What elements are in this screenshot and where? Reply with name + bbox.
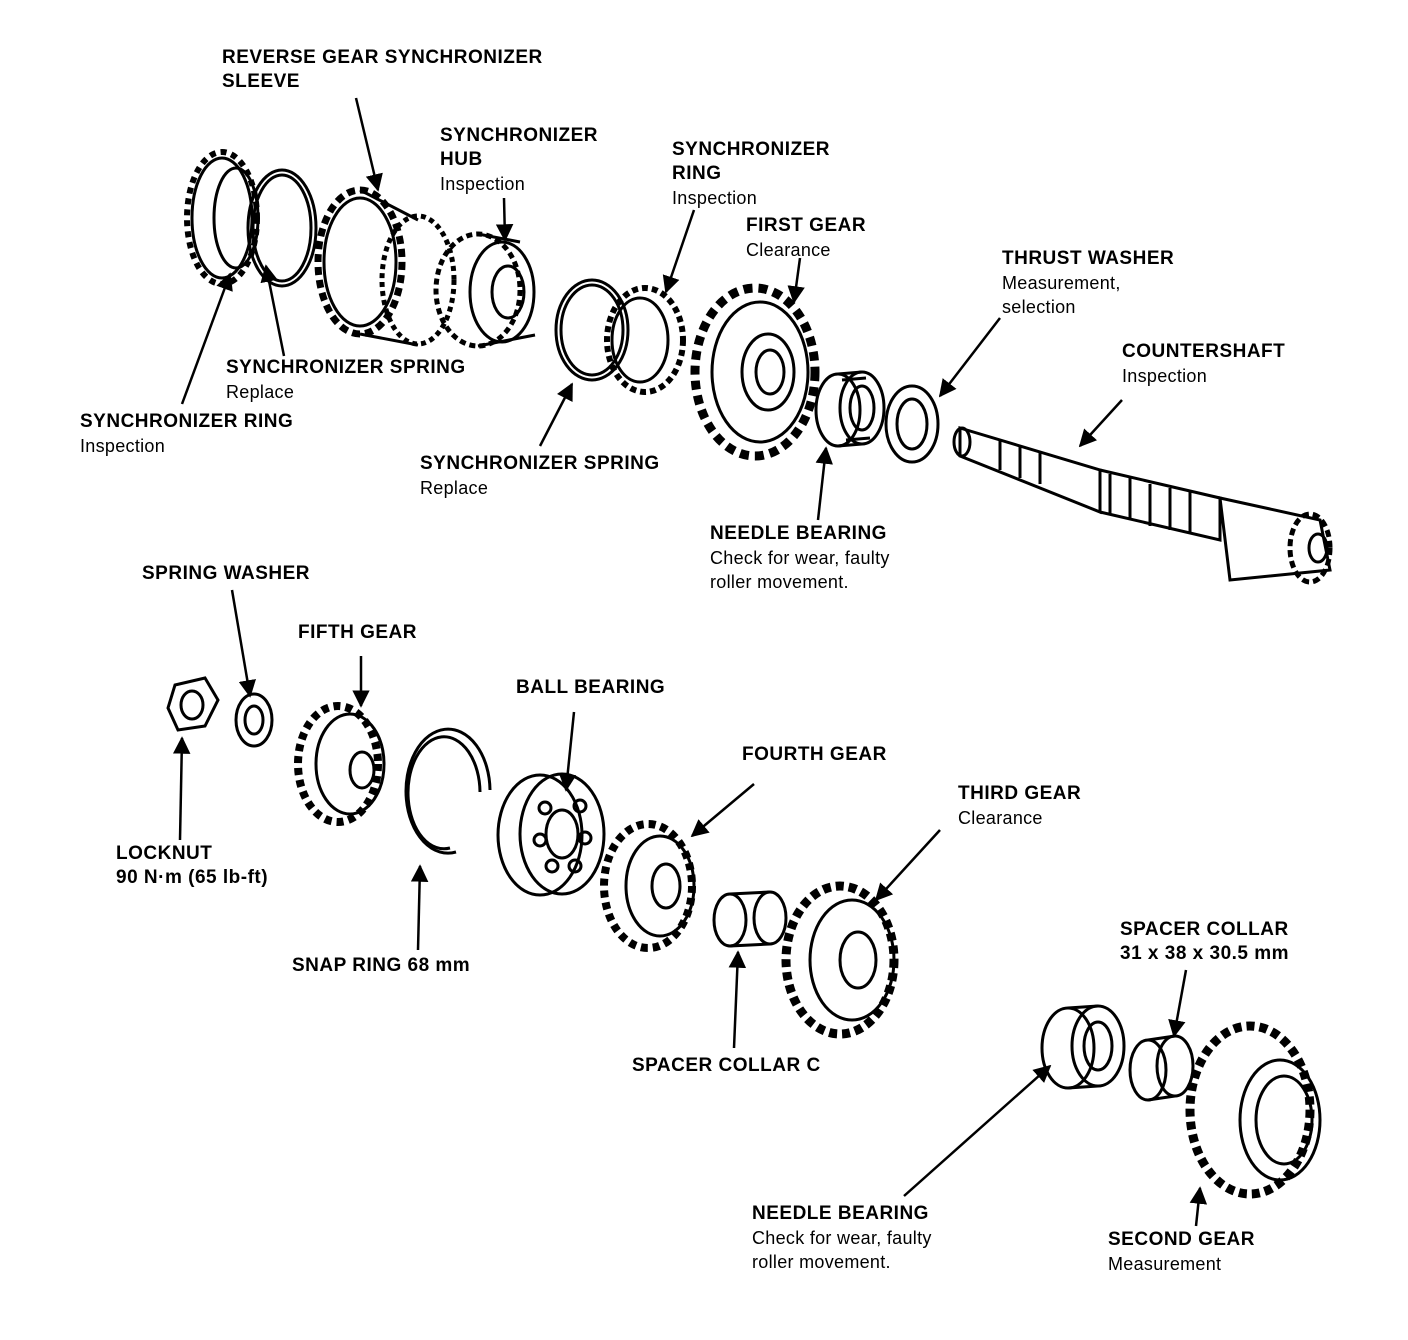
third-gear-part [781,881,899,1039]
synchronizer-ring-top-part [604,285,686,395]
synchronizer-ring-left-label: SYNCHRONIZER RING Inspection [80,411,294,456]
countershaft-part [952,425,1333,585]
locknut-part [166,676,220,732]
first-gear-part [690,283,820,461]
reverse-gear-synchronizer-sleeve-label: REVERSE GEAR SYNCHRONIZER SLEEVE [222,47,543,92]
spacer-collar-part [1128,1034,1195,1102]
leader-arrows [172,97,1208,1227]
synchronizer-spring-left-part [246,168,318,288]
ball-bearing-part [496,772,606,897]
needle-bearing-top-label: NEEDLE BEARING Check for wear, faulty ro… [710,523,890,592]
needle-bearing-bottom-part [1040,1004,1126,1090]
needle-bearing-top-part [814,370,886,448]
synchronizer-spring-mid-label: SYNCHRONIZER SPRING Replace [420,453,660,498]
snap-ring-part [404,727,492,855]
second-gear-part [1185,1021,1322,1199]
countershaft-label: COUNTERSHAFT Inspection [1122,341,1286,386]
fifth-gear-part [294,702,386,826]
spacer-collar-c-label: SPACER COLLAR C [632,1055,821,1076]
synchronizer-spring-mid-part [554,278,630,382]
fifth-gear-label: FIFTH GEAR [298,622,417,643]
spring-washer-part [234,692,274,748]
snap-ring-label: SNAP RING 68 mm [292,955,471,976]
first-gear-label: FIRST GEAR Clearance [746,215,867,260]
third-gear-label: THIRD GEAR Clearance [958,783,1082,828]
spacer-collar-c-part [712,890,788,948]
locknut-label: LOCKNUT 90 N·m (65 lb-ft) [116,843,269,888]
second-gear-label: SECOND GEAR Measurement [1108,1229,1255,1274]
reverse-gear-synchronizer-sleeve-part [314,186,457,347]
thrust-washer-part [884,384,940,464]
spring-washer-label: SPRING WASHER [142,563,311,584]
fourth-gear-label: FOURTH GEAR [742,744,887,765]
ball-bearing-label: BALL BEARING [516,677,666,698]
needle-bearing-bottom-label: NEEDLE BEARING Check for wear, faulty ro… [752,1203,932,1272]
spacer-collar-label: SPACER COLLAR 31 x 38 x 30.5 mm [1120,919,1290,964]
synchronizer-hub-label: SYNCHRONIZER HUB Inspection [440,125,599,194]
synchronizer-ring-top-label: SYNCHRONIZER RING Inspection [672,139,831,208]
fourth-gear-part [600,820,696,952]
thrust-washer-label: THRUST WASHER Measurement, selection [1002,248,1175,317]
synchronizer-spring-left-label: SYNCHRONIZER SPRING Replace [226,357,466,402]
